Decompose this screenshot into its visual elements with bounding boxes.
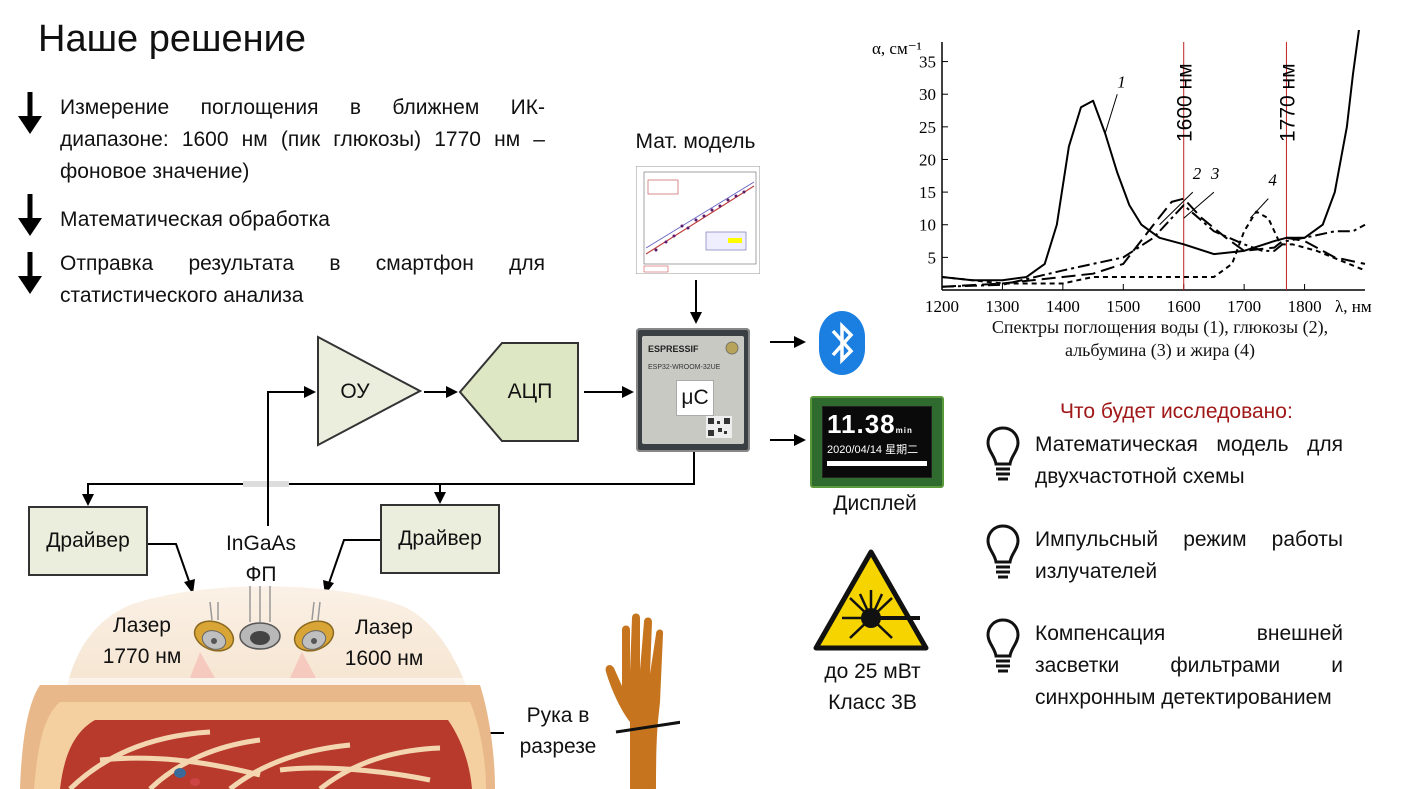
chart-y-tick-label: 20 xyxy=(919,150,936,169)
chart-y-tick-label: 15 xyxy=(919,183,936,202)
arm-cross-section-illustration xyxy=(0,586,500,789)
photodiode-icon xyxy=(239,586,281,650)
page-title: Наше решение xyxy=(38,18,306,60)
chart-y-tick-label: 30 xyxy=(919,85,936,104)
chart-series-line-4 xyxy=(941,210,1366,285)
chart-y-axis-label: α, см⁻¹ xyxy=(872,39,922,58)
display-label: Дисплей xyxy=(833,492,917,515)
chart-series-label: 2 xyxy=(1193,164,1202,183)
chart-y-tick-label: 5 xyxy=(928,248,937,267)
chart-y-tick-label: 10 xyxy=(919,216,936,235)
research-item-1: Математическая модель для двухчастотной … xyxy=(1035,433,1343,488)
bullet-text-2: Математическая обработка xyxy=(60,208,330,231)
chart-series-label: 1 xyxy=(1117,73,1126,92)
lightbulb-icon xyxy=(986,618,1020,673)
bullet-text-3: Отправка результата в смартфон для стати… xyxy=(60,252,545,307)
chart-caption-line-1: Спектры поглощения воды (1), глюкозы (2)… xyxy=(991,317,1329,337)
mcu-chip-brand: ESPRESSIF xyxy=(648,344,699,354)
arrow-mcu-to-bluetooth xyxy=(770,336,806,348)
chart-series-line-1 xyxy=(941,30,1360,282)
bullet-arrow-icon xyxy=(18,194,42,236)
laser-1770-label: Лазер 1770 нм xyxy=(92,610,192,672)
chart-caption: Спектры поглощения воды (1), глюкозы (2)… xyxy=(940,316,1380,362)
lightbulb-icon xyxy=(986,426,1020,481)
laser-1770-label-line-2: 1770 нм xyxy=(102,645,182,668)
mcu-module: ESPRESSIF ESP32-WROOM-32UE μC xyxy=(636,328,750,452)
mcu-label: μC xyxy=(676,380,714,416)
arm-section-label: Рука в разрезе xyxy=(508,700,608,762)
oled-time: 11.38 xyxy=(827,409,896,439)
arrow-opamp-to-adc xyxy=(424,386,458,398)
chart-x-tick-label: 1300 xyxy=(985,297,1019,316)
laser-1600-label-line-2: 1600 нм xyxy=(344,647,424,670)
mcu-qr-icon xyxy=(706,416,732,438)
arrow-adc-to-mcu xyxy=(584,386,634,398)
chart-x-tick-label: 1500 xyxy=(1106,297,1140,316)
chart-y-tick-label: 25 xyxy=(919,118,936,137)
adc-block xyxy=(458,342,579,442)
chart-series-leader xyxy=(1183,191,1215,219)
oled-display: 11.38min 2020/04/14 星期二 xyxy=(810,396,944,488)
chart-series-leader xyxy=(1249,198,1269,219)
arm-section-label-line-1: Рука в xyxy=(526,704,590,727)
op-amp-block xyxy=(317,335,422,447)
laser-1770-label-line-1: Лазер xyxy=(113,614,171,637)
research-item-3: Компенсация внешней засветки фильтрами и… xyxy=(1035,622,1343,709)
chart-series-label: 3 xyxy=(1210,164,1220,183)
adc-label: АЦП xyxy=(507,380,553,403)
bullet-arrow-icon xyxy=(18,92,42,134)
laser-1600-label-line-1: Лазер xyxy=(355,616,413,639)
driver-left-block: Драйвер xyxy=(28,506,148,576)
chart-x-tick-label: 1200 xyxy=(925,297,959,316)
oled-screen: 11.38min 2020/04/14 星期二 xyxy=(822,406,932,478)
chart-x-tick-label: 1400 xyxy=(1046,297,1080,316)
laser-power-label: до 25 мВт Класс 3В xyxy=(800,656,945,718)
arm-section-label-line-2: разрезе xyxy=(519,735,597,758)
chart-series-leader xyxy=(1159,191,1194,226)
oled-date: 2020/04/14 星期二 xyxy=(827,444,919,456)
photodiode-label-line-2: ФП xyxy=(245,563,277,586)
laser-power-line-2: Класс 3В xyxy=(828,691,917,714)
laser-1600-icon xyxy=(293,601,335,652)
oled-bar xyxy=(827,461,927,466)
laser-1770-icon xyxy=(193,601,235,652)
laser-1600-label: Лазер 1600 нм xyxy=(334,612,434,674)
arrow-model-to-mcu xyxy=(690,280,702,324)
laser-power-line-1: до 25 мВт xyxy=(824,660,921,683)
mcu-antenna-icon xyxy=(725,341,739,355)
lightbulb-icon xyxy=(986,524,1020,579)
math-model-label: Мат. модель xyxy=(635,130,756,153)
bluetooth-icon xyxy=(819,311,865,375)
driver-right-block: Драйвер xyxy=(380,504,500,574)
bullet-text-1: Измерение поглощения в ближнем ИК-диапаз… xyxy=(60,96,545,183)
chart-x-axis-label: λ, нм xyxy=(1335,297,1372,316)
chart-marker-label: 1770 нм xyxy=(1276,63,1299,142)
absorption-spectrum-chart: 5 10 15 20 25 30 35 1200 1300 1400 1500 1600 1700 180… xyxy=(872,30,1372,316)
photodiode-label: InGaAs ФП xyxy=(216,528,306,590)
chart-x-tick-label: 1800 xyxy=(1288,297,1322,316)
chart-x-tick-label: 1700 xyxy=(1227,297,1261,316)
laser-warning-icon xyxy=(813,549,929,651)
chart-series-label: 4 xyxy=(1268,171,1277,190)
math-model-plot-thumbnail xyxy=(636,166,760,274)
bullet-arrow-icon xyxy=(18,252,42,294)
chart-series-line-3 xyxy=(941,197,1366,288)
research-item-2: Импульсный режим работы излучателей xyxy=(1035,528,1343,583)
hand-icon xyxy=(605,613,680,789)
chart-caption-line-2: альбумина (3) и жира (4) xyxy=(1065,340,1255,360)
chart-marker-label: 1600 нм xyxy=(1174,63,1197,142)
arrow-mcu-to-display xyxy=(770,434,806,446)
research-heading: Что будет исследовано: xyxy=(1060,400,1293,423)
mcu-chip-model: ESP32-WROOM-32UE xyxy=(648,364,721,371)
photodiode-label-line-1: InGaAs xyxy=(225,532,297,555)
chart-series-leader xyxy=(1104,94,1118,134)
chart-x-tick-label: 1600 xyxy=(1167,297,1201,316)
oled-time-unit: min xyxy=(895,426,913,435)
op-amp-label: ОУ xyxy=(340,380,370,403)
chart-y-tick-label: 35 xyxy=(919,53,936,72)
chart-series-line-2 xyxy=(941,204,1366,288)
